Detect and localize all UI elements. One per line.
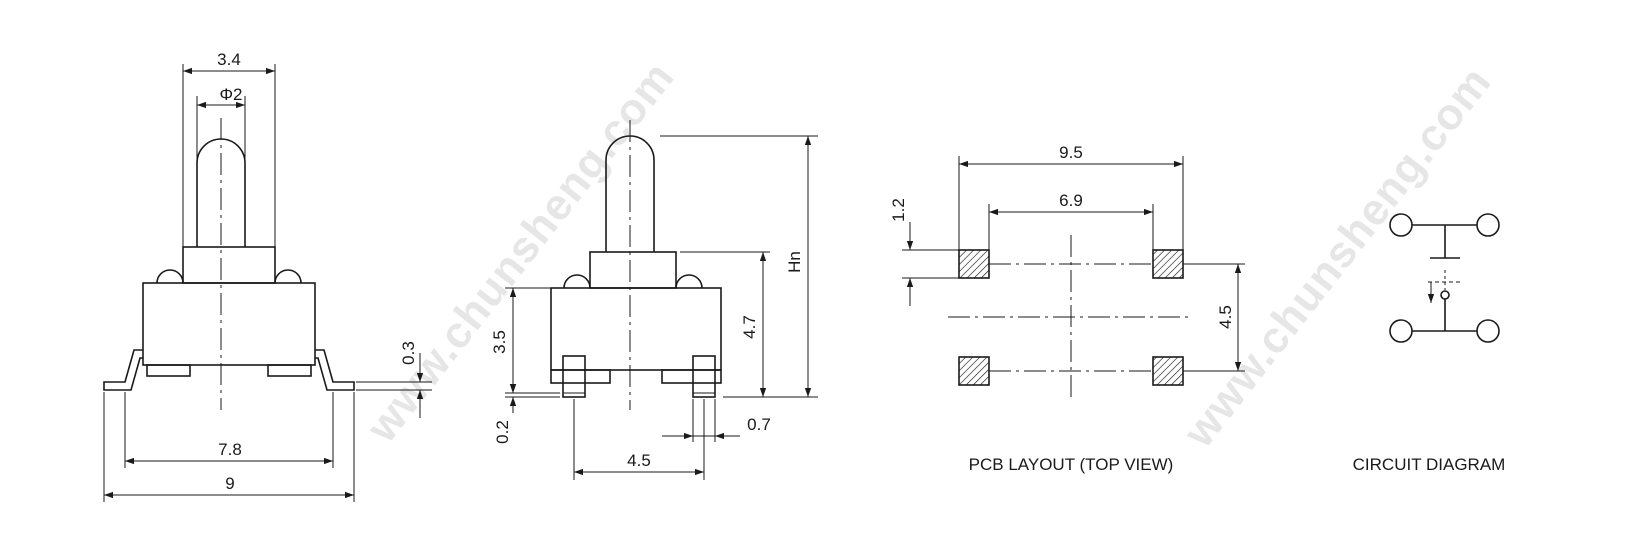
side-body bbox=[550, 287, 722, 371]
foot-left bbox=[146, 364, 191, 377]
dim-pitch: 4.5 bbox=[1216, 305, 1235, 329]
lead-right bbox=[315, 349, 355, 391]
switch-body bbox=[142, 282, 316, 366]
terminal-bottom-left bbox=[1389, 319, 1413, 343]
dim-inner: 6.9 bbox=[1059, 191, 1083, 210]
dim-standoff: 0.2 bbox=[493, 420, 512, 444]
side-bump-right bbox=[675, 274, 703, 289]
pin-left bbox=[562, 355, 586, 398]
dim-pin-w: 0.7 bbox=[747, 415, 771, 434]
dim-width-top: 3.4 bbox=[217, 50, 241, 69]
front-view: 3.4 Φ2 7.8 9 0.3 bbox=[103, 50, 432, 502]
terminal-bottom-right bbox=[1476, 319, 1500, 343]
bump-right bbox=[274, 269, 302, 284]
dim-stem-dia: Φ2 bbox=[219, 85, 242, 104]
dim-body-h: 4.7 bbox=[740, 315, 759, 339]
switch-contact bbox=[1440, 290, 1450, 300]
watermarks: www.chunsheng.com www.chunsheng.com bbox=[357, 52, 1501, 456]
terminal-top-right bbox=[1476, 213, 1500, 237]
pad-top-left bbox=[958, 249, 990, 279]
dim-lead-thk: 0.3 bbox=[399, 341, 418, 365]
circuit-diagram: CIRCUIT DIAGRAM bbox=[1353, 213, 1506, 474]
dim-lead-span: 7.8 bbox=[218, 440, 242, 459]
dim-overall: 9 bbox=[225, 474, 234, 493]
cap-block bbox=[182, 246, 276, 284]
side-bump-left bbox=[563, 274, 591, 289]
side-base-r bbox=[661, 369, 722, 384]
pcb-layout: 9.5 6.9 1.2 4.5 PCB LAYOUT (TOP VIEW) bbox=[889, 143, 1245, 474]
pad-bottom-right bbox=[1152, 356, 1184, 386]
dim-pad: 1.2 bbox=[889, 198, 908, 222]
dim-base-h: 3.5 bbox=[490, 330, 509, 354]
foot-right bbox=[267, 364, 312, 377]
dim-pin-pitch: 4.5 bbox=[627, 451, 651, 470]
pin-right bbox=[692, 355, 716, 398]
dim-height-total: Hn bbox=[785, 251, 804, 273]
lead-left bbox=[103, 349, 143, 391]
dim-outer: 9.5 bbox=[1059, 143, 1083, 162]
side-cap bbox=[589, 251, 677, 289]
circuit-caption: CIRCUIT DIAGRAM bbox=[1353, 455, 1506, 474]
pcb-caption: PCB LAYOUT (TOP VIEW) bbox=[969, 455, 1174, 474]
pad-top-right bbox=[1152, 249, 1184, 279]
side-view: Hn 4.7 3.5 0.2 4.5 0.7 bbox=[490, 120, 818, 480]
side-base bbox=[550, 369, 611, 384]
pad-bottom-left bbox=[958, 356, 990, 386]
bump-left bbox=[156, 269, 184, 284]
